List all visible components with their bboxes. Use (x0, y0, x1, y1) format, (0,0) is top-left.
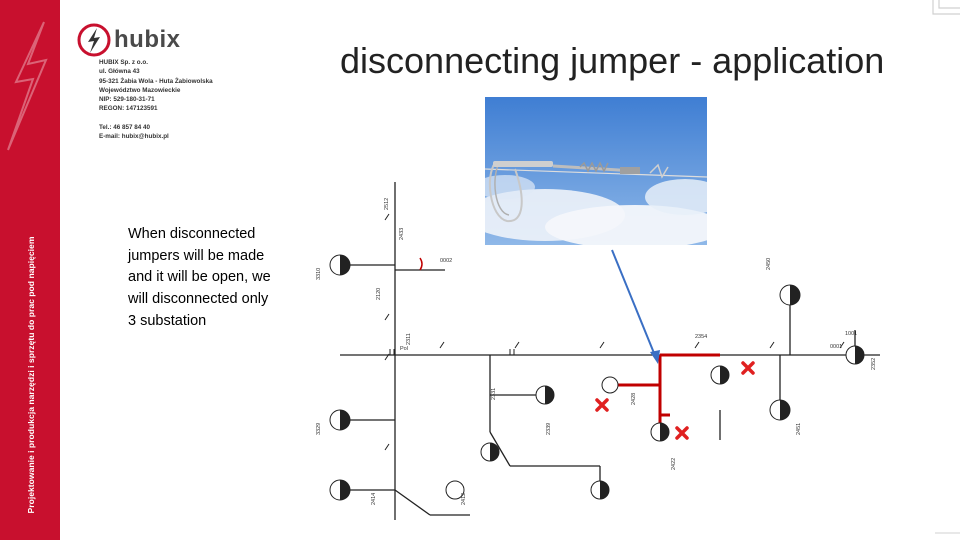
company-line: Województwo Mazowieckie (99, 86, 181, 94)
company-line: ul. Główna 43 (99, 68, 140, 76)
corner-decoration (932, 0, 960, 15)
diagram-label: 2331 (491, 388, 497, 400)
diagram-label: 2339 (546, 423, 552, 435)
company-line: NIP: 529-180-31-71 (99, 96, 155, 104)
company-info: HUBIX Sp. z o.o. ul. Główna 43 95-321 Ża… (99, 58, 213, 141)
diagram-label: 3329 (316, 423, 322, 435)
disconnect-x-icon (595, 398, 609, 412)
jumper-photo (485, 97, 707, 245)
company-phone: Tel.: 46 857 84 40 (99, 123, 150, 131)
diagram-label: Pol (400, 346, 408, 352)
company-email: E-mail: hubix@hubix.pl (99, 133, 169, 141)
disconnect-x-icon (675, 426, 689, 440)
diagram-label: 2422 (671, 458, 677, 470)
company-line: HUBIX Sp. z o.o. (99, 59, 148, 66)
diagram-label: 2311 (406, 333, 412, 345)
diagram-label: 2412 (461, 493, 467, 505)
diagram-label: 0001 (830, 344, 842, 350)
diagram-label: 2120 (376, 288, 382, 300)
description-text: When disconnected jumpers will be made a… (128, 226, 271, 329)
lightning-bolt-icon (7, 21, 48, 151)
hubix-logo-icon (77, 23, 111, 57)
diagram-label: 2512 (384, 198, 390, 210)
logo-wordmark: hubix (114, 26, 181, 53)
diagram-label: 2433 (399, 228, 405, 240)
diagram-label: 2428 (631, 393, 637, 405)
diagram-label: 1001 (845, 331, 857, 337)
disconnect-x-icon (741, 361, 755, 375)
slide-title: disconnecting jumper - application (340, 40, 885, 81)
network-diagram: 2512 2433 2120 3310 3329 0002 Pol 2311 2… (316, 182, 880, 520)
diagram-label: 2352 (871, 358, 877, 370)
diagram-label: 2354 (695, 334, 707, 340)
sidebar-vertical-text: Projektowanie i produkcja narzędzi i spr… (26, 236, 36, 514)
diagram-label: 2450 (766, 258, 772, 270)
corner-decoration (935, 532, 960, 534)
diagram-label: 0002 (440, 258, 452, 264)
company-line: REGON: 147123591 (99, 105, 158, 113)
diagram-label: 2451 (796, 423, 802, 435)
company-line: 95-321 Żabia Wola - Huta Żabiowolska (99, 77, 213, 85)
brand-sidebar: Projektowanie i produkcja narzędzi i spr… (0, 0, 60, 540)
diagram-label: 3310 (316, 268, 322, 280)
diagram-label: 2414 (371, 493, 377, 505)
pointer-arrow (611, 249, 660, 364)
